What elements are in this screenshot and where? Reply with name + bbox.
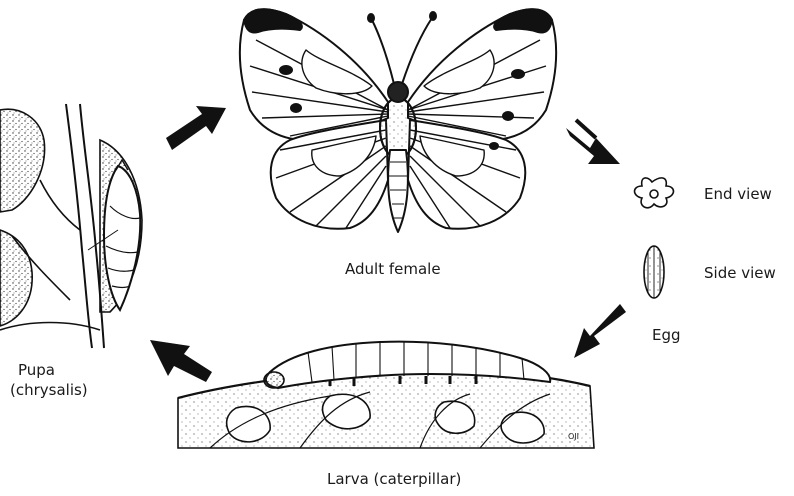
egg-side-view [644,246,664,298]
label-pupa: Pupa [18,361,55,379]
artist-signature: OJI [568,432,579,441]
arrow-egg-to-larva [574,304,626,358]
label-chrysalis: (chrysalis) [10,381,88,399]
arrow-larva-to-pupa [150,340,212,382]
label-end-view: End view [704,185,772,203]
larva-scene [178,342,594,448]
pupa-scene [0,104,142,348]
adult-butterfly [240,9,557,232]
label-egg: Egg [652,326,681,344]
label-side-view: Side view [704,264,776,282]
arrow-pupa-to-adult [166,106,226,150]
label-adult-female: Adult female [345,260,441,278]
label-larva: Larva (caterpillar) [327,470,461,488]
egg-end-view [635,178,674,208]
arrow-adult-to-egg [566,120,620,164]
